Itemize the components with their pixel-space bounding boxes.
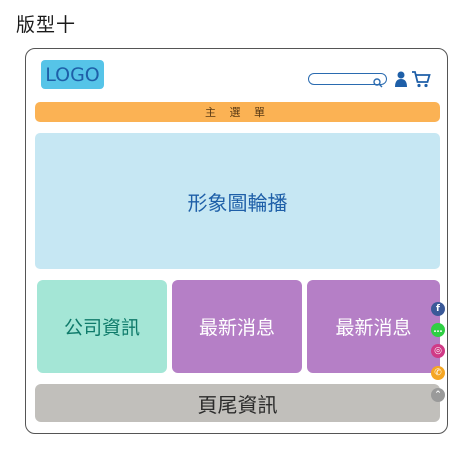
- page-title: 版型十: [16, 14, 77, 36]
- search-input[interactable]: [308, 73, 387, 88]
- company-info-block[interactable]: 公司資訊: [37, 280, 167, 373]
- phone-icon[interactable]: ✆: [431, 366, 445, 380]
- logo[interactable]: LOGO: [41, 60, 104, 89]
- cart-icon[interactable]: [411, 70, 431, 92]
- latest-news-block-2[interactable]: 最新消息: [307, 280, 440, 373]
- scroll-top-icon[interactable]: ⌃: [431, 388, 445, 402]
- search-icon[interactable]: [373, 73, 383, 92]
- footer: 頁尾資訊: [35, 384, 440, 422]
- layout-frame: LOGO 主 選 單 形象圖輪播 公司資訊 最新消息 最新消息 頁尾資訊: [25, 48, 448, 434]
- line-icon[interactable]: …: [431, 323, 445, 337]
- latest-news-block-1[interactable]: 最新消息: [172, 280, 302, 373]
- facebook-icon[interactable]: f: [431, 302, 445, 316]
- user-icon[interactable]: [395, 71, 407, 91]
- instagram-icon[interactable]: ◎: [431, 344, 445, 358]
- hero-carousel[interactable]: 形象圖輪播: [35, 133, 440, 269]
- main-menu-bar[interactable]: 主 選 單: [35, 102, 440, 122]
